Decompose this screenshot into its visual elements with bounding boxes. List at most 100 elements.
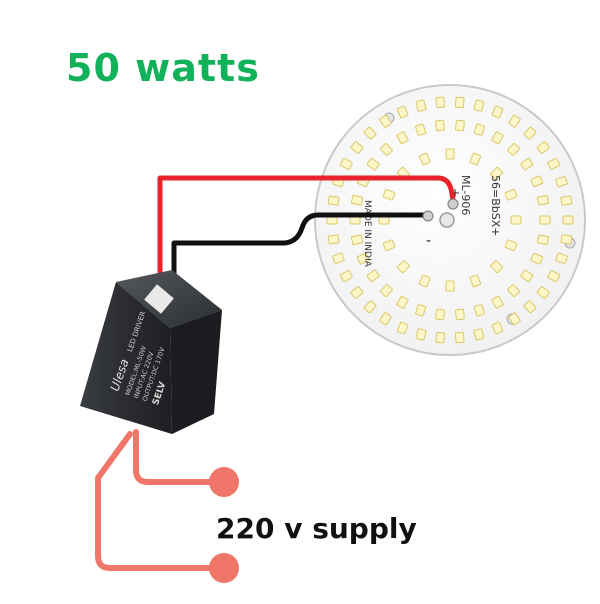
led-chip: [508, 312, 521, 326]
led-chip: [547, 270, 561, 283]
led-chip: [508, 114, 521, 128]
led-chip: [507, 142, 520, 156]
led-chip: [490, 260, 504, 274]
red-positive-wire: [157, 175, 457, 275]
led-chip: [530, 252, 544, 265]
led-pcb: ML-906 56=BbSX+ MADE IN INDIA + -: [314, 84, 586, 356]
led-chip: [415, 328, 427, 341]
led-chip: [435, 308, 445, 321]
led-chip: [530, 175, 544, 188]
supply-label: 220 v supply: [216, 512, 417, 545]
led-chip: [435, 96, 446, 109]
led-chip: [379, 312, 392, 326]
led-chip: [454, 96, 465, 109]
led-chip: [363, 126, 377, 140]
negative-solder-point: [422, 210, 434, 222]
driver-side-face: [170, 310, 222, 434]
led-chip: [396, 131, 409, 145]
led-chip: [491, 295, 504, 309]
led-chip: [560, 195, 573, 206]
wattage-title: 50 watts: [66, 46, 260, 90]
led-chip: [435, 119, 445, 132]
led-chip: [455, 308, 465, 321]
led-chip: [510, 215, 522, 225]
led-chip-array: [326, 96, 574, 344]
led-chip: [520, 269, 534, 283]
led-chip: [366, 269, 380, 283]
led-chip: [351, 194, 364, 206]
led-chip: [523, 300, 537, 314]
led-chip: [415, 123, 427, 136]
led-chip: [454, 331, 465, 344]
led-chip: [473, 99, 485, 112]
led-chip: [536, 194, 549, 206]
led-chip: [363, 300, 377, 314]
led-chip: [520, 157, 534, 171]
ac-terminal-2: [209, 553, 239, 583]
led-chip: [380, 142, 393, 156]
led-chip: [555, 252, 568, 264]
led-chip: [562, 215, 574, 225]
led-chip: [504, 239, 518, 252]
led-chip: [536, 234, 549, 246]
led-chip: [491, 321, 504, 335]
ac-input-wire-2: [95, 431, 225, 571]
led-chip: [327, 234, 340, 245]
led-chip: [473, 304, 485, 317]
led-chip: [455, 119, 465, 132]
led-chip: [507, 284, 520, 298]
led-driver: Ulesa LED DRIVER MODEL:ML-50W INPUT:AC 2…: [80, 270, 222, 434]
led-chip: [382, 188, 396, 201]
ac-input-wire-1: [133, 429, 225, 485]
pcb-made-in-label: MADE IN INDIA: [362, 200, 372, 268]
positive-solder-point: [447, 198, 459, 210]
led-chip: [539, 215, 551, 225]
led-chip: [418, 274, 431, 288]
led-chip: [435, 331, 446, 344]
led-chip: [555, 176, 568, 188]
led-chip: [339, 157, 353, 170]
led-chip: [445, 148, 455, 160]
led-chip: [366, 157, 380, 171]
led-chip: [536, 286, 550, 299]
led-chip: [547, 157, 561, 170]
led-chip: [379, 114, 392, 128]
led-chip: [418, 152, 431, 166]
driver-top-sticker: [144, 284, 174, 314]
led-chip: [351, 234, 364, 246]
led-chip: [469, 274, 482, 288]
led-chip: [491, 131, 504, 145]
pcb-minus-marker: -: [426, 233, 431, 249]
led-chip: [536, 141, 550, 154]
led-chip: [396, 321, 409, 335]
pcb-center-hole: [439, 212, 455, 228]
led-chip: [445, 280, 455, 292]
led-chip: [350, 141, 364, 154]
led-chip: [473, 123, 485, 136]
led-chip: [469, 152, 482, 166]
led-chip: [473, 328, 485, 341]
led-chip: [332, 252, 345, 264]
led-chip: [350, 286, 364, 299]
led-chip: [490, 166, 504, 180]
led-chip: [504, 188, 518, 201]
pcb-plus-marker: +: [450, 186, 460, 200]
led-chip: [396, 105, 409, 119]
pcb-model-label: ML-906: [459, 175, 472, 215]
ac-terminal-1: [209, 467, 239, 497]
black-negative-wire: [171, 212, 429, 279]
led-chip: [523, 126, 537, 140]
led-chip: [396, 295, 409, 309]
driver-front-face: [80, 282, 172, 434]
pcb-spec-label: 56=BbSX+: [489, 175, 502, 236]
led-chip: [396, 260, 410, 274]
led-chip: [560, 234, 573, 245]
led-chip: [339, 270, 353, 283]
led-chip: [382, 239, 396, 252]
led-chip: [415, 99, 427, 112]
led-chip: [415, 304, 427, 317]
led-chip: [356, 252, 370, 265]
led-chip: [327, 195, 340, 206]
